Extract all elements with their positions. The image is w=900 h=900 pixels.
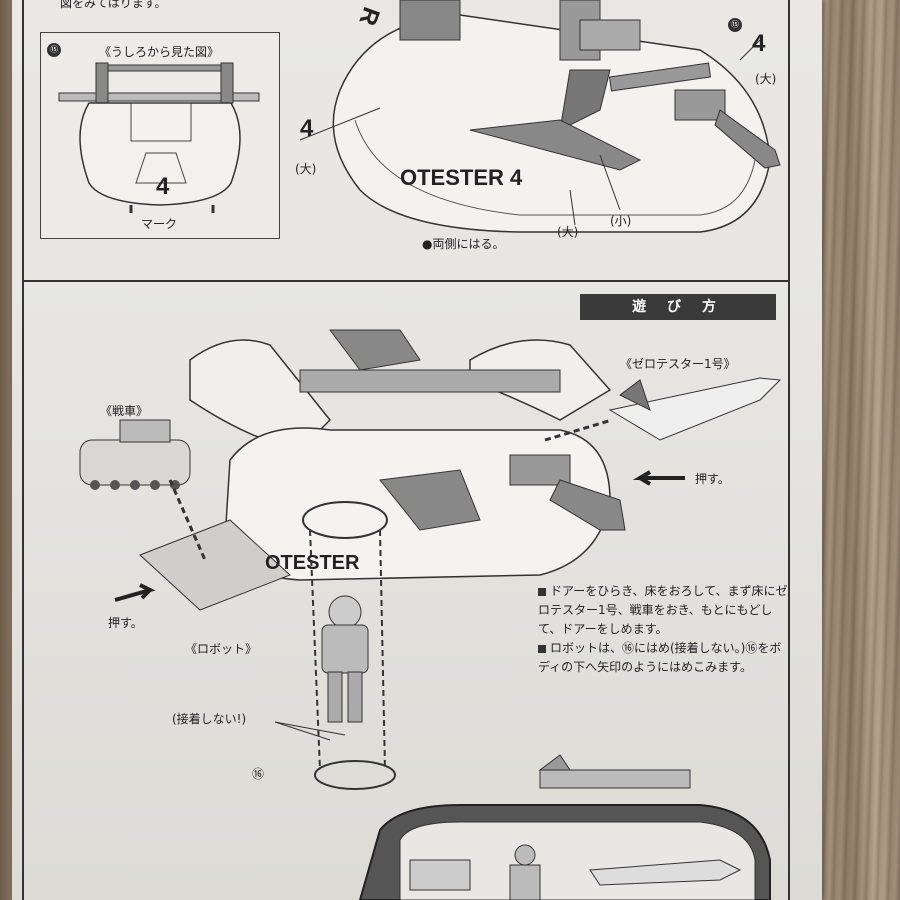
zero-tester-label: 《ゼロテスター1号》 — [620, 357, 736, 371]
upper-hull-text: OTESTER 4 — [400, 165, 523, 190]
part-16-label: ⑯ — [252, 767, 265, 781]
upper-step-badge: ⑮ — [728, 18, 742, 32]
frame-line-right — [788, 0, 790, 900]
inset-title: 《うしろから見た図》 — [99, 45, 220, 59]
upper-label-small: (小) — [610, 214, 632, 228]
bullet-square-icon — [538, 587, 546, 596]
bullet-square-icon — [538, 644, 546, 653]
no-glue-label: (接着しない!) — [172, 712, 247, 726]
push-label-right: 押す。 — [695, 472, 730, 486]
upper-label-large-bottom: (大) — [557, 225, 579, 239]
how-to-play-header: 遊 び 方 — [580, 294, 776, 320]
mark-label: マーク — [141, 217, 178, 231]
frame-line-left — [22, 0, 24, 900]
upper-label-large-left: (大) — [295, 162, 317, 176]
lower-hull-text: OTESTER — [265, 552, 360, 574]
tank-label: 《戦車》 — [100, 404, 149, 418]
upper-number-left: 4 — [300, 115, 314, 142]
instruction-item: ロボットは、⑯にはめ(接着しない。)⑯をボディの下へ矢印のようにはめこみます。 — [538, 641, 782, 674]
push-label-left: 押す。 — [108, 616, 143, 630]
instructions-block: ドアーをひらき、床をおろして、まず床にゼロテスター1号、戦車をおき、もとにもどし… — [538, 582, 788, 677]
upper-label-large-right: (大) — [755, 72, 777, 86]
both-sides-note: ●両側にはる。 — [422, 237, 505, 251]
inset-number: 4 — [156, 173, 170, 200]
upper-number-right: 4 — [752, 30, 766, 57]
section-divider — [22, 280, 790, 282]
top-note: 図をみてはります。 — [60, 0, 167, 10]
rear-view-inset: ⑮ 《うしろから見た図》 4 マーク — [40, 32, 280, 239]
wood-surface-left — [0, 0, 14, 900]
instruction-item: ドアーをひらき、床をおろして、まず床にゼロテスター1号、戦車をおき、もとにもどし… — [538, 584, 788, 636]
rear-view-drawing — [58, 62, 260, 213]
step-number-badge: ⑮ — [47, 43, 61, 57]
robot-label: 《ロボット》 — [185, 642, 258, 656]
wood-surface-right — [820, 0, 900, 900]
